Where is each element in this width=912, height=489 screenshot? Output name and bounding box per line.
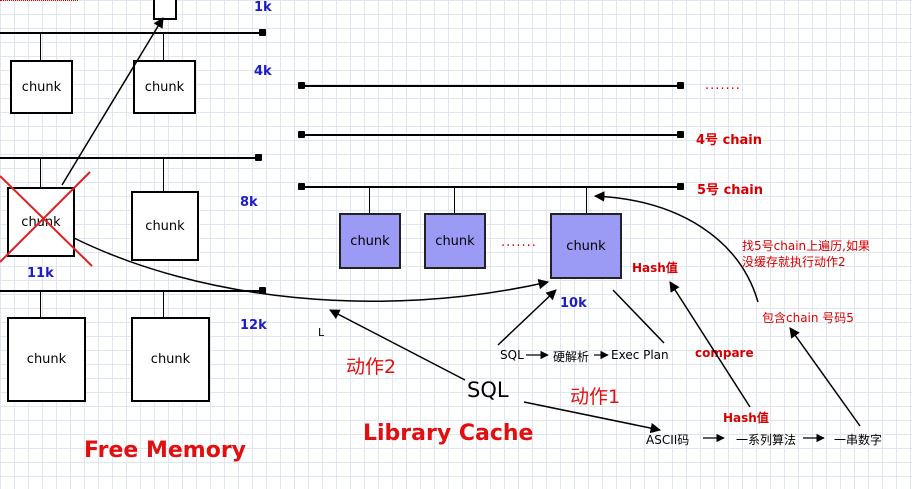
cache-chunk-b: chunk: [424, 213, 486, 269]
size-label-4k: 4k: [254, 64, 272, 79]
rail-end-cap: [255, 154, 262, 161]
library-cache-dots: .......: [705, 78, 741, 93]
number-label: 一串数字: [834, 433, 883, 447]
find-chain-note-line1: 找5号chain上遍历,如果: [742, 239, 870, 253]
cache-chunk-a: chunk: [339, 213, 401, 269]
arrow-sql-ascii: [523, 401, 662, 434]
chunk-stem: [40, 33, 41, 61]
free-chunk-12k-b: chunk: [131, 317, 210, 402]
compare-label: compare: [695, 346, 754, 360]
contains-chain-label: 包含chain 号码5: [762, 311, 854, 325]
free-list-rail-12k: [0, 290, 262, 292]
rail-end-cap: [298, 82, 305, 89]
hash-chain-rail-top: [301, 85, 680, 87]
algorithm-label: 一系列算法: [736, 433, 797, 447]
size-label-10k: 10k: [560, 296, 587, 311]
top-red-dots: [0, 0, 78, 1]
chunk-stem: [454, 187, 455, 213]
free-list-rail-4k: [0, 32, 262, 34]
arrow-hash-compare: [669, 281, 751, 408]
rail-end-cap: [298, 131, 305, 138]
free-memory-title: Free Memory: [84, 438, 247, 463]
rail-end-cap: [259, 287, 266, 294]
rail-end-cap: [677, 82, 684, 89]
freed-chunk-top-box: [153, 0, 177, 20]
free-chunk-12k-a: chunk: [7, 317, 86, 402]
chunk-stem: [163, 33, 164, 61]
free-chunk-4k-b: chunk: [133, 60, 196, 114]
size-label-8k: 8k: [240, 195, 258, 210]
chunk-stem: [40, 158, 41, 187]
hash-chain-4-rail: [301, 134, 680, 136]
find-chain-note-line2: 没缓存就执行动作2: [742, 255, 846, 269]
arrow-contains-to-chain5: [593, 191, 759, 303]
free-chunk-4k-a: chunk: [10, 60, 73, 114]
sql-big-label: SQL: [467, 378, 509, 402]
chunk-stem: [163, 158, 164, 191]
rail-end-cap: [677, 131, 684, 138]
letter-l-label: L: [318, 326, 325, 339]
rail-end-cap: [259, 29, 266, 36]
size-label-11k: 11k: [27, 266, 54, 281]
sql-small-label: SQL: [500, 348, 524, 362]
hard-parse-label: 硬解析: [553, 350, 590, 364]
free-list-rail-8k: [0, 157, 258, 159]
rail-end-cap: [298, 183, 305, 190]
chunk-stem: [369, 187, 370, 213]
chain-5-label: 5号 chain: [697, 183, 764, 198]
chain-4-label: 4号 chain: [696, 133, 763, 148]
action-1-label: 动作1: [570, 386, 621, 408]
arrow-chunk-to-cache: [73, 237, 550, 303]
cache-chunk-new: chunk: [550, 213, 622, 279]
arrow-to-1k: [61, 17, 164, 186]
size-label-12k: 12k: [240, 318, 267, 333]
exec-plan-label: Exec Plan: [611, 348, 669, 362]
hash-chain-5-rail: [301, 186, 680, 188]
library-cache-title: Library Cache: [363, 421, 534, 446]
line-exec-to-chunk: [612, 289, 665, 344]
size-label-1k: 1k: [254, 0, 272, 15]
rail-end-cap: [677, 183, 684, 190]
chunk-stem: [163, 291, 164, 317]
remove-cross-line: [0, 171, 91, 263]
remove-cross-line: [0, 175, 93, 267]
cache-chunk-dots: .......: [501, 235, 537, 250]
ascii-label: ASCII码: [646, 433, 690, 447]
action-2-label: 动作2: [346, 356, 397, 378]
hash-value-label-lower: Hash值: [723, 411, 769, 425]
arrow-sql-to-chunk: [497, 289, 557, 346]
free-chunk-8k-b: chunk: [131, 191, 199, 261]
hash-value-label-upper: Hash值: [632, 261, 678, 275]
chunk-stem: [40, 291, 41, 317]
chunk-stem: [586, 187, 587, 213]
arrow-number-contains: [789, 327, 861, 427]
arrow-action-2: [329, 309, 466, 381]
